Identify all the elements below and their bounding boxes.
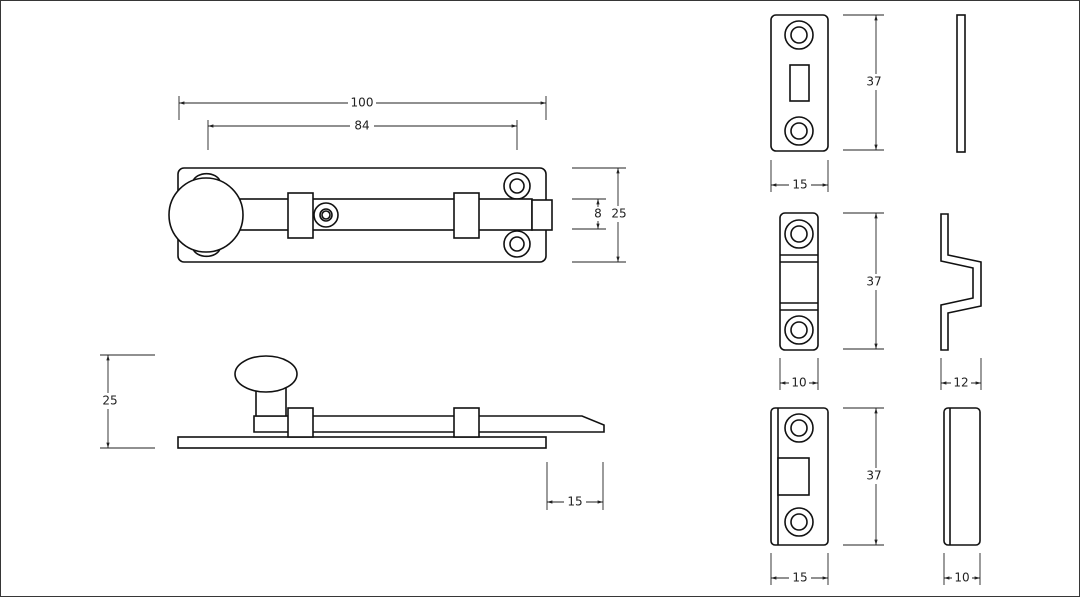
bolt-bar bbox=[239, 198, 533, 231]
knob bbox=[168, 177, 244, 253]
dim-label-keeper-flat-height: 37 bbox=[866, 75, 881, 89]
keeper-flat: 37 15 bbox=[770, 14, 966, 192]
dim-label-keeper-cranked-height: 37 bbox=[866, 275, 881, 289]
side-backplate bbox=[177, 436, 547, 449]
dim-label-length: 100 bbox=[351, 96, 374, 110]
knob-stem bbox=[255, 387, 287, 417]
dim-label-keeper-box-depth: 10 bbox=[954, 571, 969, 585]
side-staple-left bbox=[287, 407, 314, 438]
dim-label-keeper-flat-width: 15 bbox=[792, 178, 807, 192]
keeper-box-slot bbox=[777, 457, 810, 496]
bolt-top-view bbox=[168, 167, 553, 263]
bolt-side-view bbox=[177, 355, 605, 449]
knob-base-top bbox=[192, 172, 221, 182]
staple-left bbox=[287, 192, 314, 239]
side-knob bbox=[234, 355, 298, 393]
dim-label-keeper-cranked-depth: 12 bbox=[953, 376, 968, 390]
dimension-25-side: 25 bbox=[98, 354, 155, 449]
dim-label-projection: 15 bbox=[567, 495, 582, 509]
dimension-84: 84 bbox=[207, 119, 518, 150]
knob-base-bottom bbox=[192, 248, 221, 258]
keeper-box: 37 15 10 bbox=[770, 407, 981, 585]
keeper-flat-side bbox=[956, 14, 966, 153]
dim-label-keeper-box-width: 15 bbox=[792, 571, 807, 585]
dim-label-keeper-box-height: 37 bbox=[866, 469, 881, 483]
dim-label-bolt-height: 8 bbox=[594, 207, 602, 221]
keeper-box-side bbox=[943, 407, 981, 546]
dimension-15-side: 15 bbox=[546, 462, 604, 510]
dim-label-hole-spacing: 84 bbox=[354, 119, 369, 133]
staple-right bbox=[453, 192, 480, 239]
dimension-25-top: 25 bbox=[572, 167, 630, 263]
side-staple-right bbox=[453, 407, 480, 438]
side-bolt bbox=[253, 415, 605, 433]
dim-label-plate-height: 25 bbox=[611, 207, 626, 221]
keeper-cranked: 37 10 12 bbox=[779, 212, 982, 390]
keeper-slot bbox=[789, 64, 810, 102]
dim-label-side-height: 25 bbox=[102, 394, 117, 408]
bolt-end bbox=[531, 199, 553, 231]
dimension-100: 100 bbox=[178, 96, 547, 120]
dimension-8: 8 bbox=[572, 198, 606, 230]
keeper-cranked-profile bbox=[940, 213, 982, 351]
dim-label-keeper-cranked-width: 10 bbox=[791, 376, 806, 390]
